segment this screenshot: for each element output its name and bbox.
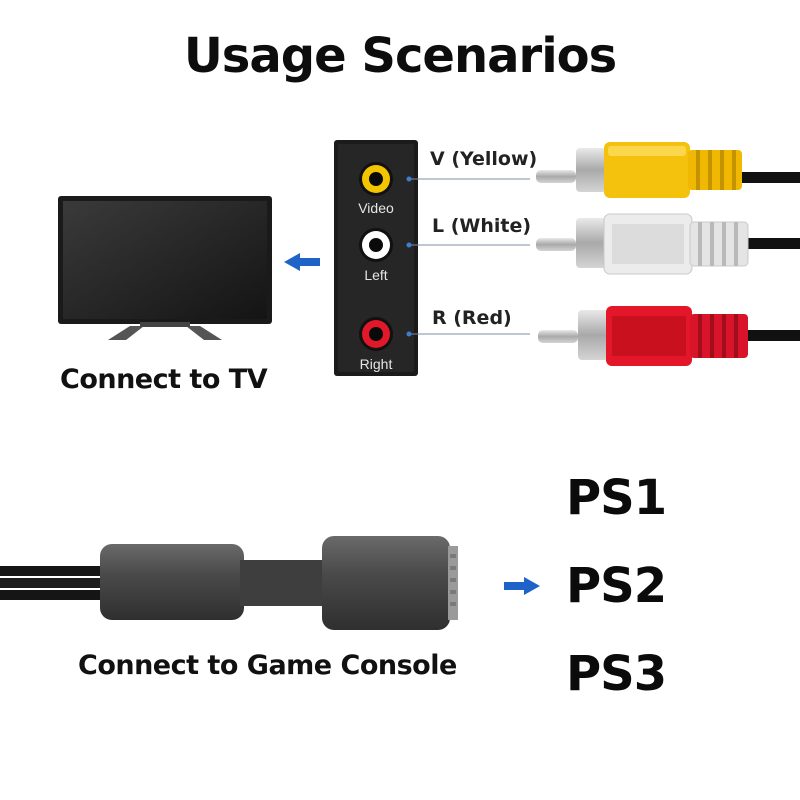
connect-tv-caption: Connect to TV <box>60 364 268 395</box>
leader-lines <box>409 178 530 335</box>
page-title: Usage Scenarios <box>183 28 617 84</box>
right-jack-icon <box>359 317 393 351</box>
yellow-plug-label: V (Yellow) <box>430 148 538 170</box>
white-plug-label: L (White) <box>432 215 532 237</box>
console-ps1: PS1 <box>566 470 667 526</box>
red-rca-plug <box>538 306 800 366</box>
connect-console-caption: Connect to Game Console <box>78 650 457 681</box>
left-jack-icon <box>359 228 393 262</box>
red-plug-label: R (Red) <box>432 307 512 329</box>
right-jack-label: Right <box>359 356 393 372</box>
console-ps2: PS2 <box>566 558 667 614</box>
video-jack-icon <box>359 162 393 196</box>
arrow-right-icon <box>504 577 540 595</box>
ps-av-cable <box>0 536 458 630</box>
console-ps3: PS3 <box>566 646 667 702</box>
arrow-left-icon <box>284 253 320 271</box>
left-jack-label: Left <box>364 267 388 283</box>
video-jack-label: Video <box>358 200 394 216</box>
white-rca-plug <box>536 213 800 275</box>
tv-icon <box>58 196 272 340</box>
yellow-rca-plug <box>536 142 800 198</box>
